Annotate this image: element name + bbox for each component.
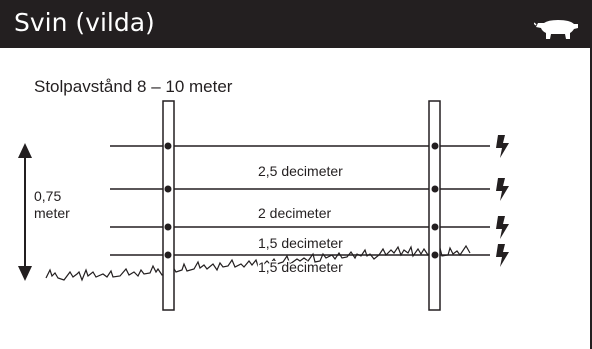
post-right (428, 100, 441, 311)
grass-ground (45, 244, 471, 282)
lightning-icon (496, 135, 509, 158)
post-left (162, 100, 175, 311)
pig-icon (534, 20, 578, 39)
lightning-icons (496, 135, 509, 267)
height-unit: meter (34, 205, 70, 221)
page-title: Svin (vilda) (14, 8, 155, 37)
height-arrow (18, 143, 32, 281)
insulators (164, 142, 439, 259)
spacing-label-3: 1,5 decimeter (258, 235, 343, 251)
spacing-label-2: 2 decimeter (258, 205, 331, 221)
lightning-icon (496, 244, 509, 267)
height-value: 0,75 (34, 188, 61, 204)
spacing-label-4: 1,5 decimeter (258, 259, 343, 275)
post-spacing-label: Stolpavstånd 8 – 10 meter (34, 77, 233, 96)
lightning-icon (496, 178, 509, 201)
header-bar: Svin (vilda) (0, 0, 592, 48)
spacing-label-1: 2,5 decimeter (258, 163, 343, 179)
lightning-icon (496, 216, 509, 239)
